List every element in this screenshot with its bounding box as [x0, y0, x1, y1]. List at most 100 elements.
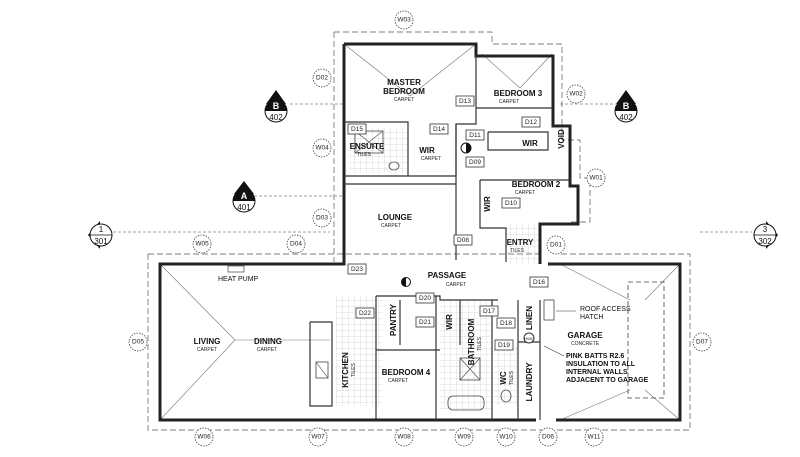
reference-lines	[108, 103, 752, 233]
svg-text:W04: W04	[315, 145, 329, 152]
svg-text:D05: D05	[132, 339, 144, 346]
elevation-marker-1: 1 301	[88, 221, 113, 249]
room-bed2-finish: CARPET	[515, 190, 535, 196]
door-tag-d06: D06	[538, 427, 558, 447]
door-tag-d15: D15	[347, 123, 367, 135]
room-dining-name: DINING	[254, 337, 282, 346]
window-tag-w02: W02	[566, 84, 586, 104]
door-tag-d21: D21	[415, 316, 435, 328]
room-bed3-finish: CARPET	[499, 99, 519, 105]
svg-text:W11: W11	[588, 434, 601, 441]
svg-text:W08: W08	[397, 434, 411, 441]
svg-text:D20: D20	[419, 295, 431, 302]
room-ensuite-name: ENSUITE	[350, 142, 385, 151]
room-hwc-name: HWC	[524, 336, 534, 341]
door-tag-d17: D17	[479, 305, 499, 317]
note-roof-access-1: ROOF ACCESS	[580, 306, 631, 313]
room-wir1-finish: CARPET	[421, 156, 441, 162]
room-entry-finish: TILES	[510, 248, 525, 254]
room-ensuite-finish: TILES	[357, 152, 372, 158]
svg-text:D04: D04	[290, 241, 302, 248]
svg-text:D23: D23	[351, 266, 363, 273]
door-tag-d14: D14	[429, 123, 449, 135]
window-tag-w10: W10	[496, 427, 516, 447]
svg-text:W07: W07	[311, 434, 325, 441]
note-insulation-1: PINK BATTS R2.6	[566, 353, 624, 360]
window-tag-w01: W01	[586, 168, 606, 188]
fixtures	[227, 130, 665, 411]
section-b-right-sheet: 402	[619, 113, 633, 122]
window-tag-w08: W08	[394, 427, 414, 447]
window-tag-w11: W11	[584, 427, 604, 447]
interior-walls	[309, 56, 570, 420]
svg-text:D06: D06	[542, 434, 554, 441]
door-tag-d05: D05	[128, 332, 148, 352]
room-living-finish: CARPET	[197, 347, 217, 353]
room-kitchen-name: KITCHEN	[341, 352, 350, 388]
room-garage-name: GARAGE	[567, 331, 603, 340]
door-tag-d04: D04	[286, 234, 306, 254]
elevation-1-sheet: 301	[94, 237, 108, 246]
door-tag-d22: D22	[355, 307, 375, 319]
room-dining-finish: CARPET	[257, 347, 277, 353]
section-a-sheet: 401	[237, 203, 251, 212]
tiled-zones	[336, 128, 540, 410]
section-b-right-letter: B	[623, 101, 630, 111]
room-linen-name: LINEN	[525, 306, 534, 330]
section-a-letter: A	[241, 191, 248, 201]
room-bed4-finish: CARPET	[388, 378, 408, 384]
room-pantry-name: PANTRY	[389, 303, 398, 336]
door-tag-d03: D03	[312, 208, 332, 228]
room-entry-name: ENTRY	[507, 238, 534, 247]
note-roof-access-2: HATCH	[580, 314, 604, 321]
door-tag-d07: D07	[692, 332, 712, 352]
section-marker-b-right: B 402	[614, 90, 638, 123]
room-master-name-2: BEDROOM	[383, 87, 425, 96]
room-wc-name: WC	[499, 371, 508, 385]
door-tag-d02: D02	[312, 68, 332, 88]
door-tag-d11: D11	[465, 129, 485, 141]
door-tag-d20: D20	[415, 292, 435, 304]
svg-text:D11: D11	[469, 132, 481, 139]
svg-text:D09: D09	[469, 159, 481, 166]
note-insulation-3: INTERNAL WALLS	[566, 369, 628, 376]
room-kitchen-finish: TILES	[351, 362, 357, 377]
svg-text:D17: D17	[483, 308, 495, 315]
svg-text:W02: W02	[569, 91, 583, 98]
door-tags: D13 D12 D15 D14 D11 D09 D10 D08 D23 D16 …	[347, 95, 549, 351]
door-tag-d19: D19	[494, 339, 514, 351]
window-tag-w06: W06	[194, 427, 214, 447]
elevation-marker-3: 3 302	[753, 221, 778, 249]
room-living-name: LIVING	[194, 337, 221, 346]
room-bed4-name: BEDROOM 4	[382, 368, 431, 377]
door-tag-d10: D10	[501, 197, 521, 209]
room-lounge-name: LOUNGE	[378, 213, 413, 222]
svg-text:W03: W03	[397, 17, 411, 24]
window-tag-w07: W07	[308, 427, 328, 447]
door-tag-d12: D12	[521, 116, 541, 128]
svg-text:D01: D01	[550, 242, 562, 249]
elevation-1-number: 1	[99, 225, 104, 234]
svg-text:D22: D22	[359, 310, 371, 317]
window-tag-w03: W03	[394, 10, 414, 30]
room-wir1-name: WIR	[419, 146, 435, 155]
section-b-left-sheet: 402	[269, 113, 283, 122]
room-bathroom-name: BATHROOM	[467, 318, 476, 365]
room-master-finish: CARPET	[394, 97, 414, 103]
window-tag-w05: W05	[192, 234, 212, 254]
room-wc-finish: TILES	[509, 370, 515, 385]
section-marker-b-left: B 402	[264, 90, 288, 123]
note-insulation-4: ADJACENT TO GARAGE	[566, 377, 649, 384]
svg-text:D14: D14	[433, 126, 445, 133]
svg-text:D18: D18	[500, 320, 512, 327]
room-labels: MASTER BEDROOM CARPET BEDROOM 3 CARPET B…	[194, 78, 604, 401]
door-tag-d16: D16	[529, 276, 549, 288]
svg-text:D07: D07	[696, 339, 708, 346]
room-passage-finish: CARPET	[446, 282, 466, 288]
door-tag-d23: D23	[347, 263, 367, 275]
window-tags: W03 D02 W02 W04 W01 D03 W05 D04 D01 D05 …	[128, 10, 712, 447]
room-bed2-name: BEDROOM 2	[512, 180, 561, 189]
svg-text:D16: D16	[533, 279, 545, 286]
svg-text:W05: W05	[195, 241, 209, 248]
